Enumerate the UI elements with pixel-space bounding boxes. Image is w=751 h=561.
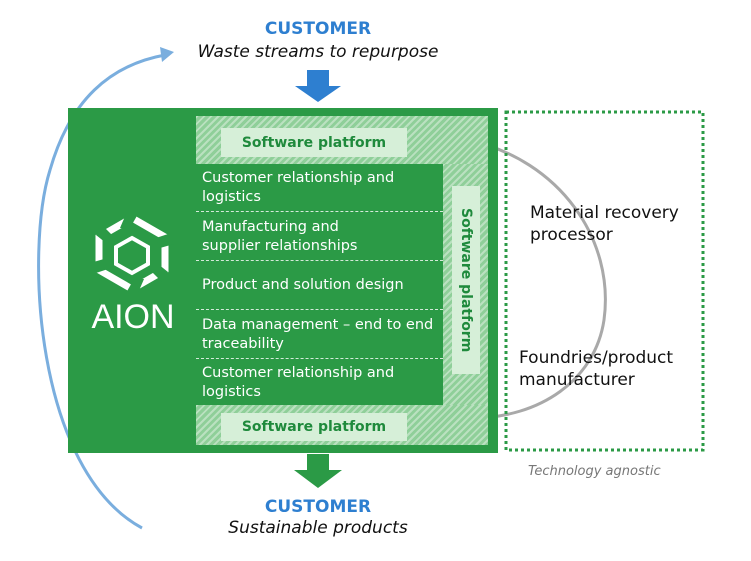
top-customer-subtitle: Waste streams to repurpose (197, 42, 439, 62)
partner-1-line-2: processor (530, 225, 613, 245)
row-product-design: Product and solution design (196, 262, 443, 310)
partner-2-line-2: manufacturer (519, 370, 635, 390)
row-customer-logistics-2: Customer relationship and logistics (196, 360, 443, 405)
partner-1-line-1: Material recovery (530, 203, 679, 223)
row-manufacturing: Manufacturing and supplier relationships (196, 213, 443, 261)
bottom-customer-subtitle: Sustainable products (228, 518, 408, 538)
feedback-arc (37, 53, 166, 530)
partner-2-line-1: Foundries/product (519, 348, 674, 368)
software-platform-bottom: Software platform (221, 413, 407, 441)
software-platform-top: Software platform (221, 128, 407, 157)
row-5-line-2: logistics (202, 383, 261, 400)
row-4-line-1: Data management – end to end (202, 316, 434, 333)
material-recovery-processor: Material recovery processor (530, 202, 679, 246)
partner-arc (467, 138, 607, 420)
top-customer-title: CUSTOMER (264, 19, 372, 39)
row-1-line-1: Customer relationship and (202, 170, 395, 186)
row-5-line-1: Customer relationship and (202, 364, 395, 381)
row-2-line-2: supplier relationships (202, 237, 358, 254)
feedback-arc-head (160, 47, 174, 62)
top-down-arrow (295, 70, 341, 102)
technology-agnostic-caption: Technology agnostic (528, 464, 661, 479)
row-4-line-2: traceability (202, 335, 284, 352)
aion-logo-text: AION (91, 298, 175, 336)
software-platform-vertical-text: Software platform (458, 207, 474, 353)
row-1-line-2: logistics (202, 189, 261, 205)
aion-logo-icon (90, 213, 174, 292)
row-3-line-1: Product and solution design (202, 277, 404, 293)
bottom-down-arrow (294, 454, 342, 488)
partner-box (504, 110, 705, 452)
software-platform-vertical: Software platform (452, 186, 480, 374)
row-customer-logistics-1: Customer relationship and logistics (196, 165, 443, 212)
bottom-customer-title: CUSTOMER (264, 497, 372, 517)
foundries-product-manufacturer: Foundries/product manufacturer (519, 347, 673, 391)
row-data-management: Data management – end to end traceability (196, 311, 443, 359)
row-2-line-1: Manufacturing and (202, 218, 339, 235)
